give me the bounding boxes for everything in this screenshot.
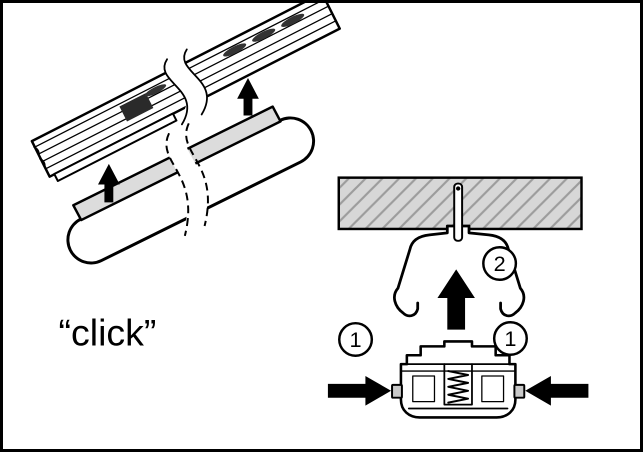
rail-slot xyxy=(252,28,276,42)
spring-icon xyxy=(447,370,470,404)
press-arrow-left-icon xyxy=(327,375,392,406)
module-break-line xyxy=(185,122,209,227)
luminaire-inner-lines xyxy=(405,363,511,410)
callout-number: 1 xyxy=(504,326,516,351)
rail-break-line xyxy=(163,58,189,126)
rail-slot xyxy=(144,84,167,97)
up-arrow-icon xyxy=(237,77,259,116)
rail-end-cap xyxy=(33,146,46,169)
clip-hook-right xyxy=(499,301,517,318)
up-arrow-icon xyxy=(98,163,120,203)
insert-up-arrows xyxy=(98,77,259,203)
clip-hook-left xyxy=(401,301,420,318)
luminaire-body xyxy=(399,340,517,419)
side-latch-right xyxy=(513,383,526,399)
rail-break-gap xyxy=(163,48,208,126)
click-label: “click” xyxy=(59,311,157,353)
gear-tray-right xyxy=(481,375,505,403)
callout-step-2: 2 xyxy=(482,245,518,282)
light-module-isometric xyxy=(66,105,316,265)
luminaire-cross-section xyxy=(391,340,526,419)
push-up-arrow-icon xyxy=(437,269,475,330)
callout-circle xyxy=(338,321,374,357)
callout-step-1-right: 1 xyxy=(492,320,528,357)
module-break-gap xyxy=(165,125,207,235)
rail-slot xyxy=(281,13,305,27)
press-arrow-right-icon xyxy=(525,375,589,406)
installation-diagram: “click” 2 xyxy=(30,3,589,419)
gear-tray-left xyxy=(412,375,436,403)
pin-rod xyxy=(453,182,464,242)
callout-step-1-left: 1 xyxy=(338,321,374,357)
spring-channel xyxy=(443,363,473,406)
side-latch-left xyxy=(391,383,403,399)
callout-number: 1 xyxy=(350,327,362,352)
rail-slot xyxy=(223,43,247,57)
rail-connector-block xyxy=(119,93,154,122)
callout-circle xyxy=(482,245,518,282)
rail-lower-lip xyxy=(53,112,178,182)
pin-head-dot xyxy=(455,186,461,191)
callout-number: 2 xyxy=(494,251,506,276)
mounting-pin xyxy=(453,182,464,242)
callout-circle xyxy=(492,320,528,357)
module-break-line xyxy=(165,132,190,237)
rail-assembly-isometric xyxy=(30,3,341,182)
rail-break-line xyxy=(183,48,208,116)
